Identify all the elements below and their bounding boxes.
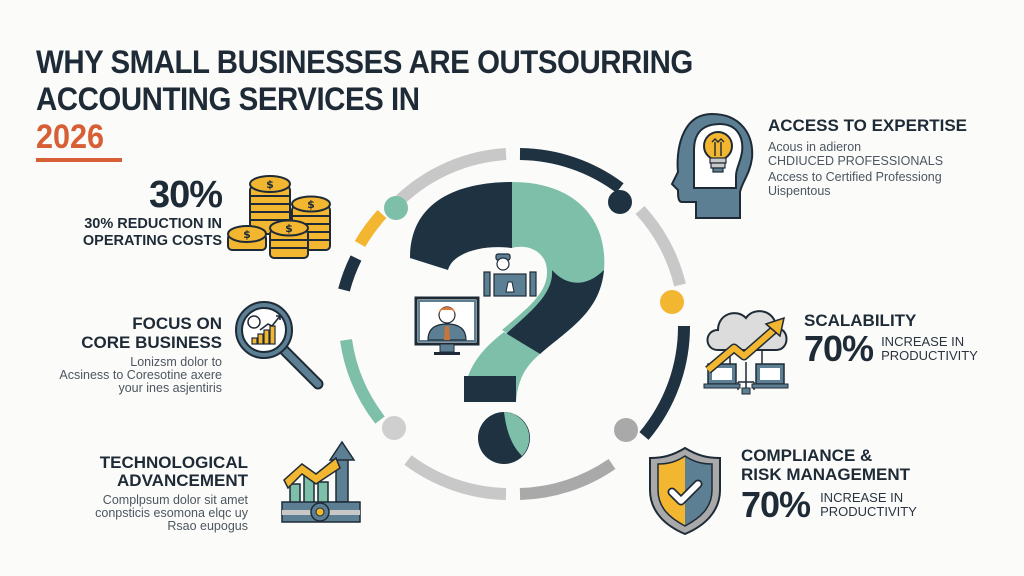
ring-dot-navy: [608, 190, 632, 214]
growth-chart-icon: [281, 440, 361, 523]
shield-check-icon: [649, 446, 721, 536]
focus-body: Lonizsm dolor to Acsiness to Coresotine …: [59, 355, 222, 395]
title-line-2: ACCOUNTING SERVICES IN: [36, 81, 420, 117]
scalability-heading: SCALABILITY: [804, 311, 917, 330]
scalability-stat: 70%: [804, 328, 874, 369]
ring-dot-teal: [384, 196, 408, 220]
ring-arc-right-upper: [635, 205, 686, 287]
svg-text:$: $: [285, 222, 293, 235]
ring-dot-gray-right: [614, 418, 638, 442]
cost-reduction-block: 30% 30% REDUCTION IN OPERATING COSTS: [60, 174, 223, 250]
year-underline: [36, 158, 122, 162]
ring-arc-right-lower: [639, 325, 691, 440]
question-mark-icon: [410, 182, 605, 464]
tech-advancement-block: TECHNOLOGICAL ADVANCEMENT Complpsum dolo…: [40, 454, 248, 533]
focus-core-business-block: FOCUS ON CORE BUSINESS Lonizsm dolor to …: [20, 314, 222, 395]
cloud-network-icon: [703, 310, 789, 395]
focus-heading: FOCUS ON CORE BUSINESS: [81, 314, 222, 352]
compliance-stat: 70%: [741, 484, 811, 525]
ring-arc-top-left: [395, 148, 507, 205]
title-year: 2026: [36, 118, 105, 156]
cost-stat: 30%: [148, 174, 223, 216]
ring-arc-left-lower: [340, 339, 385, 424]
ring-arc-gold: [354, 209, 387, 248]
person-desk-icon: [483, 253, 537, 297]
expertise-body: Acous in adieron CHDIUCED PROFESSIONALS …: [768, 140, 944, 198]
expertise-heading: ACCESS TO EXPERTISE: [768, 116, 968, 135]
access-expertise-block: ACCESS TO EXPERTISE Acous in adieron CHD…: [768, 116, 1008, 198]
scalability-block: SCALABILITY 70% INCREASE IN PRODUCTIVITY: [804, 311, 1004, 368]
ring-arc-top-right: [519, 148, 624, 193]
tech-body: Complpsum dolor sit amet conpsticis esom…: [95, 493, 248, 533]
svg-text:$: $: [266, 178, 274, 191]
title-line-1: WHY SMALL BUSINESSES ARE OUTSOURRING: [36, 44, 693, 80]
compliance-block: COMPLIANCE & RISK MANAGEMENT 70% INCREAS…: [741, 446, 981, 524]
person-monitor-icon: [414, 296, 480, 355]
coin-stack-icon: $ $ $ $: [227, 175, 331, 259]
svg-text:$: $: [307, 198, 315, 211]
ring-dot-gold: [660, 290, 684, 314]
head-lightbulb-icon: [670, 112, 754, 219]
tech-heading: TECHNOLOGICAL ADVANCEMENT: [99, 453, 248, 490]
page-title: WHY SMALL BUSINESSES ARE OUTSOURRING ACC…: [36, 44, 693, 118]
magnifier-chart-icon: [235, 301, 324, 390]
ring-arc-bottom-right: [519, 459, 616, 500]
ring-dot-gray-left: [382, 416, 406, 440]
compliance-heading: COMPLIANCE & RISK MANAGEMENT: [741, 446, 911, 484]
svg-text:$: $: [243, 228, 251, 241]
ring-arc-left-upper: [338, 255, 362, 292]
scalability-stat-label: INCREASE IN PRODUCTIVITY: [881, 334, 978, 363]
ring-arc-bottom-left: [404, 455, 507, 500]
compliance-stat-label: INCREASE IN PRODUCTIVITY: [820, 490, 917, 519]
center-question-graphic: [338, 148, 691, 500]
cost-heading: 30% REDUCTION IN OPERATING COSTS: [82, 216, 222, 249]
